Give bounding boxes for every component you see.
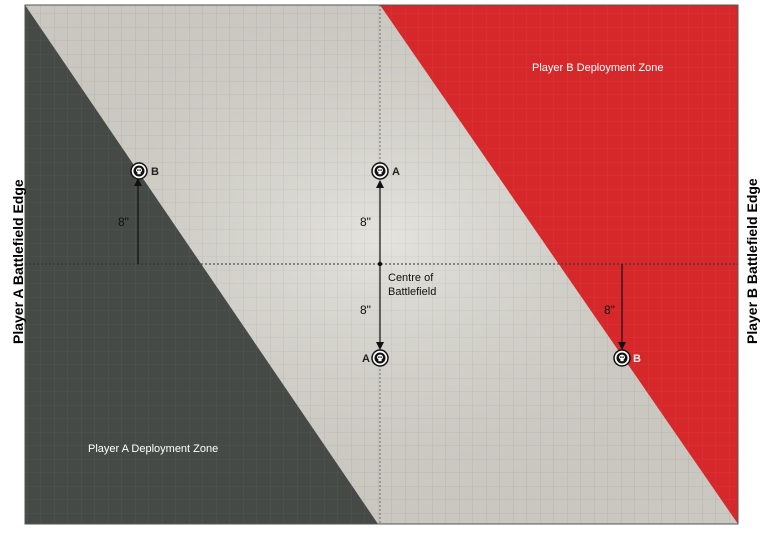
centre-point	[377, 261, 383, 267]
distance-label-left: 8"	[118, 215, 129, 229]
player-b-battlefield-edge-label: Player B Battlefield Edge	[744, 178, 760, 344]
centre-label-line2: Battlefield	[388, 286, 436, 298]
objective-label: A	[362, 353, 370, 365]
objective-label: B	[633, 353, 641, 365]
objective-marker-b-right: B	[613, 349, 641, 367]
objective-label: A	[392, 166, 400, 178]
objective-label: B	[151, 166, 159, 178]
centre-label-line1: Centre of	[388, 272, 434, 284]
player-a-battlefield-edge-label: Player A Battlefield Edge	[10, 179, 26, 344]
arrow-right	[618, 264, 626, 350]
distance-label-centre-down: 8"	[360, 303, 371, 317]
skull-icon	[613, 349, 631, 367]
skull-icon	[371, 349, 389, 367]
skull-icon	[130, 162, 148, 180]
arrow-centre-up	[376, 180, 384, 262]
distance-label-right: 8"	[604, 303, 615, 317]
objective-marker-a-top: A	[371, 162, 400, 180]
distance-label-centre-up: 8"	[360, 215, 371, 229]
arrow-left	[134, 178, 142, 264]
arrow-centre-down	[376, 266, 384, 350]
objective-marker-a-bottom: A	[362, 349, 389, 367]
objective-marker-b-left: B	[130, 162, 159, 180]
skull-icon	[371, 162, 389, 180]
player-a-zone-label: Player A Deployment Zone	[88, 443, 218, 455]
player-b-zone-label: Player B Deployment Zone	[532, 62, 663, 74]
